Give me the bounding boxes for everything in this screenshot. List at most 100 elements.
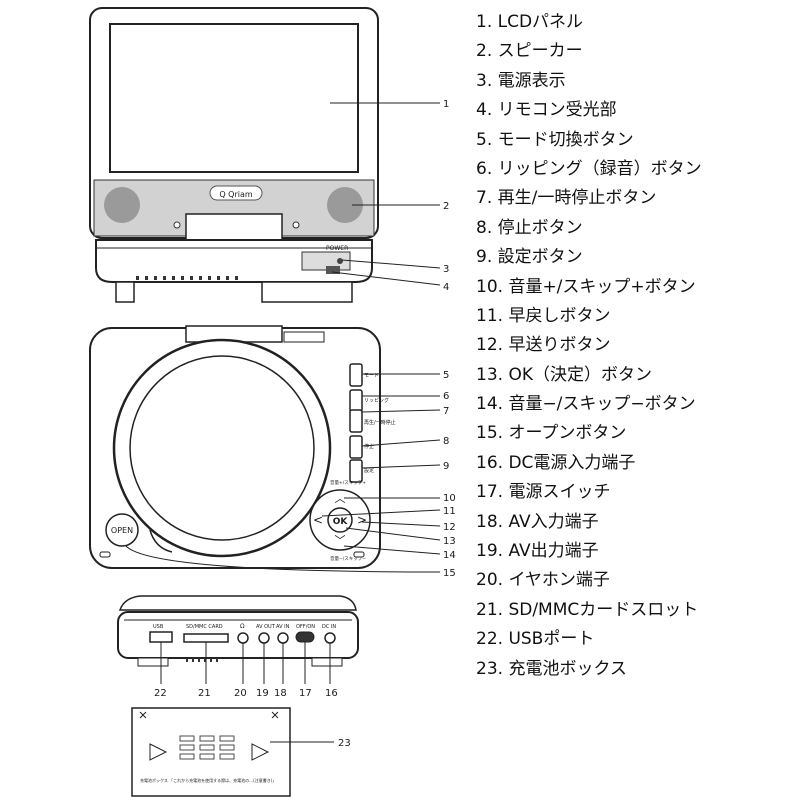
callout-21: 21 — [198, 688, 211, 699]
part-item: 8. 停止ボタン — [476, 217, 583, 238]
label-stop: 停止 — [364, 443, 374, 450]
part-item: 4. リモコン受光部 — [476, 100, 617, 121]
disc-lid-inner — [129, 355, 315, 541]
part-item: 23. 充電池ボックス — [476, 658, 627, 679]
callout-13: 13 — [443, 536, 456, 547]
brand-logo: Q Qriam — [219, 190, 253, 199]
part-item: 14. 音量−/スキップ−ボタン — [476, 394, 696, 415]
side-vents — [186, 658, 218, 662]
ok-label: OK — [333, 517, 349, 527]
callout-15: 15 — [443, 568, 456, 579]
brand-logo-frame — [209, 185, 263, 201]
ripping-button[interactable] — [349, 389, 363, 413]
callout-7: 7 — [443, 406, 449, 417]
fast-forward-button[interactable]: > — [357, 513, 367, 527]
foot-left — [115, 281, 135, 303]
front-view: Q Qriam POWER — [89, 7, 379, 303]
foot-right — [261, 281, 353, 303]
part-item: 17. 電源スイッチ — [476, 482, 611, 503]
side-body — [117, 611, 359, 659]
rewind-button[interactable]: < — [313, 513, 323, 527]
stop-button[interactable] — [349, 435, 363, 459]
callout-10: 10 — [443, 493, 456, 504]
callout-14: 14 — [443, 550, 456, 561]
label-volume-down: 音量−/スキップ− — [330, 555, 366, 562]
callout-11: 11 — [443, 506, 456, 517]
port-label-power-switch: OFF/ON — [296, 624, 315, 630]
mode-button[interactable] — [349, 363, 363, 387]
disc-lid-notch — [149, 529, 173, 553]
callout-3: 3 — [443, 264, 449, 275]
callout-5: 5 — [443, 370, 449, 381]
callout-1: 1 — [443, 99, 449, 110]
usb-port[interactable] — [149, 631, 173, 643]
part-item: 7. 再生/一時停止ボタン — [476, 188, 657, 209]
hinge-screw-right — [292, 221, 300, 229]
part-item: 15. オープンボタン — [476, 423, 627, 444]
volume-down-button[interactable]: ﹀ — [335, 534, 346, 547]
callout-6: 6 — [443, 391, 449, 402]
label-play-pause: 再生/一時停止 — [364, 419, 396, 426]
parts-list: 1. LCDパネル 2. スピーカー 3. 電源表示 4. リモコン受光部 5.… — [476, 8, 702, 684]
volume-up-button[interactable]: ︿ — [335, 492, 346, 505]
power-label: POWER — [326, 245, 348, 252]
screw-tl — [139, 711, 147, 719]
callout-9: 9 — [443, 461, 449, 472]
av-out-jack[interactable] — [258, 632, 270, 644]
part-item: 9. 設定ボタン — [476, 247, 583, 268]
lcd-panel — [109, 23, 359, 173]
label-mode: モード — [364, 373, 379, 379]
callout-18: 18 — [274, 688, 287, 699]
screw-tr — [271, 711, 279, 719]
callout-16: 16 — [325, 688, 338, 699]
port-label-usb: USB — [153, 624, 164, 630]
release-arrow-right — [251, 743, 270, 761]
part-item: 20. イヤホン端子 — [476, 570, 610, 591]
part-item: 2. スピーカー — [476, 41, 583, 62]
port-label-av-out: AV OUT — [256, 624, 276, 630]
part-item: 18. AV入力端子 — [476, 511, 599, 532]
part-item: 3. 電源表示 — [476, 70, 566, 91]
top-view: モード リッピング 再生/一時停止 停止 設定 ︿ < > ﹀ OK 音量+/ス… — [89, 325, 396, 569]
battery-note: 充電池ボックス 「これから充電池を使用する際は、充電池の…(注意書き)」 — [140, 777, 276, 783]
settings-button[interactable] — [349, 459, 363, 483]
callout-12: 12 — [443, 522, 456, 533]
part-item: 1. LCDパネル — [476, 12, 584, 32]
side-lid — [118, 595, 357, 611]
part-item: 6. リッピング（録音）ボタン — [476, 158, 702, 179]
part-item: 22. USBポート — [476, 629, 595, 650]
base-unit — [95, 239, 373, 283]
port-label-sd: SD/MMC CARD — [186, 624, 223, 630]
open-button[interactable] — [105, 513, 139, 547]
port-label-headphone: Ω — [240, 623, 245, 630]
release-arrow-left — [149, 743, 168, 761]
part-item: 11. 早戻しボタン — [476, 305, 611, 326]
callout-8: 8 — [443, 436, 449, 447]
part-item: 16. DC電源入力端子 — [476, 452, 636, 473]
ok-button[interactable] — [327, 507, 353, 533]
part-item: 21. SD/MMCカードスロット — [476, 599, 699, 620]
callout-22: 22 — [154, 688, 167, 699]
battery-contacts — [179, 735, 235, 760]
power-indicator — [337, 258, 343, 264]
side-foot-left — [137, 657, 169, 667]
play-pause-button[interactable] — [349, 409, 363, 433]
headphone-jack[interactable] — [237, 632, 249, 644]
top-latch — [283, 331, 325, 343]
hinge — [185, 213, 283, 241]
label-settings: 設定 — [364, 467, 374, 474]
open-label: OPEN — [111, 526, 133, 535]
av-in-jack[interactable] — [277, 632, 289, 644]
sd-card-slot[interactable] — [183, 633, 229, 643]
speaker-left — [104, 187, 140, 223]
part-item: 13. OK（決定）ボタン — [476, 364, 652, 385]
dc-in-jack[interactable] — [324, 632, 336, 644]
power-switch[interactable] — [295, 631, 315, 643]
remote-sensor — [326, 266, 340, 274]
label-volume-up: 音量+/スキップ+ — [330, 479, 366, 486]
callout-numbers: 1 2 3 4 5 6 7 8 9 10 11 12 13 14 15 16 1… — [154, 99, 456, 749]
callout-19: 19 — [256, 688, 269, 699]
port-label-dc-in: DC IN — [322, 624, 336, 630]
part-item: 5. モード切換ボタン — [476, 129, 634, 150]
